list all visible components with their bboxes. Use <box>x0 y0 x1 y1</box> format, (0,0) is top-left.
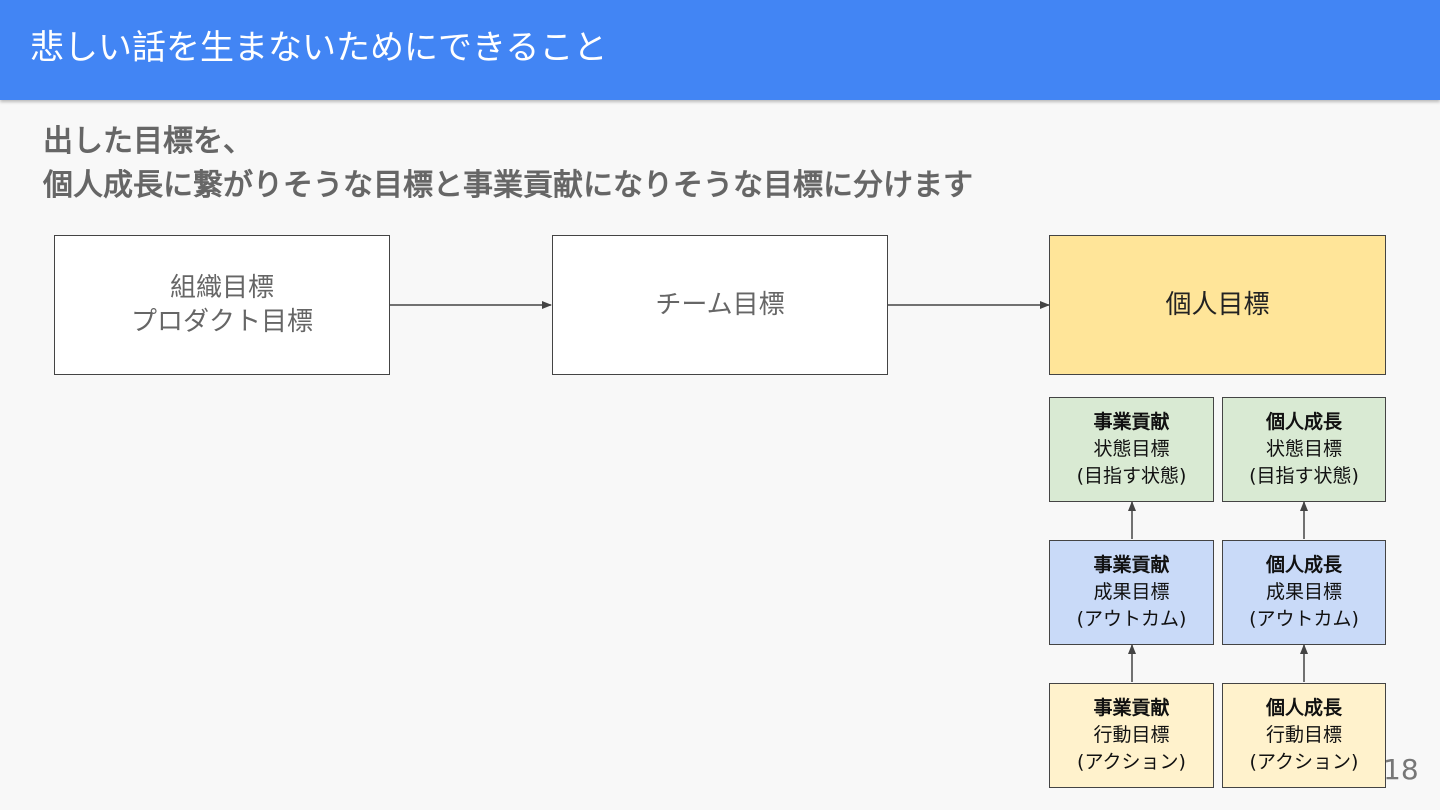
business-outcome-type: 成果目標 <box>1093 581 1170 603</box>
page-number: 18 <box>1383 753 1419 786</box>
org-goal-box: 組織目標 プロダクト目標 <box>54 235 390 375</box>
business-state-goal-box: 事業貢献 状態目標 (目指す状態) <box>1049 397 1214 502</box>
personal-goal-box: 個人目標 <box>1049 235 1386 375</box>
growth-outcome-goal-box: 個人成長 成果目標 (アウトカム) <box>1222 540 1386 645</box>
business-state-note: (目指す状態) <box>1076 465 1187 487</box>
business-outcome-note: (アウトカム) <box>1076 608 1187 630</box>
growth-state-goal-box: 個人成長 状態目標 (目指す状態) <box>1222 397 1386 502</box>
slide-subtitle: 出した目標を、 個人成長に繋がりそうな目標と事業貢献になりそうな目標に分けます <box>43 120 973 208</box>
growth-outcome-category: 個人成長 <box>1265 554 1342 576</box>
growth-state-category: 個人成長 <box>1265 411 1342 433</box>
business-state-type: 状態目標 <box>1093 438 1170 460</box>
growth-action-type: 行動目標 <box>1265 724 1342 746</box>
team-goal-label: チーム目標 <box>655 290 785 320</box>
business-outcome-goal-box: 事業貢献 成果目標 (アウトカム) <box>1049 540 1214 645</box>
growth-action-category: 個人成長 <box>1265 697 1342 719</box>
growth-state-type: 状態目標 <box>1265 438 1342 460</box>
team-goal-box: チーム目標 <box>552 235 888 375</box>
slide-title: 悲しい話を生まないためにできること <box>30 28 608 68</box>
personal-goal-label: 個人目標 <box>1165 290 1270 320</box>
org-goal-line-1: 組織目標 <box>169 273 274 303</box>
growth-outcome-type: 成果目標 <box>1265 581 1342 603</box>
growth-action-note: (アクション) <box>1249 751 1359 773</box>
business-action-note: (アクション) <box>1077 751 1186 773</box>
growth-state-note: (目指す状態) <box>1249 465 1359 487</box>
growth-outcome-note: (アウトカム) <box>1249 608 1359 630</box>
slide-header: 悲しい話を生まないためにできること <box>0 0 1440 100</box>
business-action-category: 事業貢献 <box>1093 697 1170 719</box>
subtitle-line-2: 個人成長に繋がりそうな目標と事業貢献になりそうな目標に分けます <box>43 168 973 203</box>
business-action-type: 行動目標 <box>1093 724 1170 746</box>
business-outcome-category: 事業貢献 <box>1093 554 1170 576</box>
subtitle-line-1: 出した目標を、 <box>43 124 253 159</box>
growth-action-goal-box: 個人成長 行動目標 (アクション) <box>1222 683 1386 788</box>
business-action-goal-box: 事業貢献 行動目標 (アクション) <box>1049 683 1214 788</box>
org-goal-line-2: プロダクト目標 <box>130 307 313 337</box>
business-state-category: 事業貢献 <box>1093 411 1170 433</box>
